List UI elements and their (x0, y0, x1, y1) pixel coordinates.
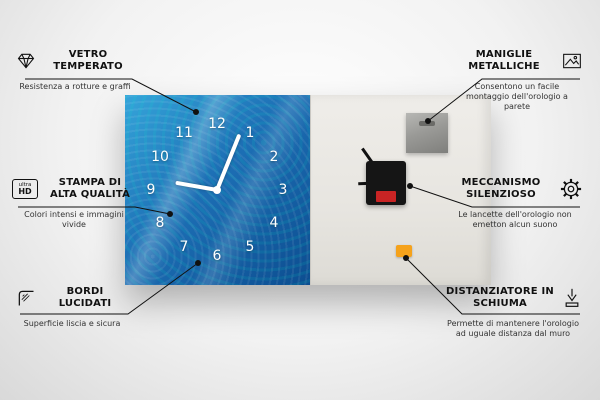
callout-title: DISTANZIATORE IN SCHIUMA (446, 286, 554, 309)
callout-polished-edges: BORDI LUCIDATI Superficie liscia e sicur… (16, 286, 128, 329)
polished-edge-icon (16, 288, 36, 308)
hour-hand (175, 180, 218, 192)
clock-number: 8 (155, 215, 165, 231)
ultra-hd-icon-text: ultra (18, 182, 32, 188)
callout-title: MECCANISMO SILENZIOSO (461, 177, 541, 200)
clock-number: 6 (212, 248, 222, 264)
callout-description: Le lancette dell'orologio non emetton al… (458, 210, 572, 229)
clock-center-hub (213, 186, 221, 194)
callout-description: Resistenza a rotture e graffi (19, 82, 131, 91)
callout-metal-handles: MANIGLIE METALLICHE Consentono un facile… (452, 49, 582, 112)
clock-number: 2 (269, 149, 279, 165)
callout-foam-spacer: DISTANZIATORE IN SCHIUMA Permette di man… (444, 286, 582, 339)
callout-description: Consentono un facile montaggio dell'orol… (466, 82, 568, 111)
clock-mechanism (366, 161, 406, 205)
clock-number: 7 (179, 239, 189, 255)
ultra-hd-icon-text: HD (18, 187, 32, 196)
picture-frame-icon (562, 52, 582, 70)
clock-number: 12 (208, 116, 226, 132)
callout-tempered-glass: VETRO TEMPERATO Resistenza a rotture e g… (16, 49, 134, 92)
callout-title: MANIGLIE METALLICHE (468, 49, 540, 72)
ultra-hd-icon: ultra HD (12, 179, 38, 199)
callout-description: Colori intensi e immagini vivide (24, 210, 124, 229)
callout-title: VETRO TEMPERATO (53, 49, 123, 72)
battery (376, 191, 396, 202)
down-arrow-spacer-icon (562, 287, 582, 309)
hanging-slot (419, 121, 435, 126)
clock-number: 1 (245, 125, 255, 141)
clock-number: 3 (278, 182, 288, 198)
clock-front-face: 12 1 2 3 4 5 6 7 8 9 10 11 (125, 95, 310, 285)
callout-print-quality: ultra HD STAMPA DI ALTA QUALITÀ Colori i… (12, 177, 136, 230)
clock-number: 4 (269, 215, 279, 231)
callout-description: Superficie liscia e sicura (23, 319, 121, 328)
clock-product-image: 12 1 2 3 4 5 6 7 8 9 10 11 (125, 95, 491, 285)
gear-icon (560, 178, 582, 200)
callout-title: STAMPA DI ALTA QUALITÀ (49, 177, 131, 200)
clock-number: 11 (175, 125, 193, 141)
minute-hand (215, 133, 242, 191)
clock-number: 5 (245, 239, 255, 255)
callout-silent-mechanism: MECCANISMO SILENZIOSO (448, 177, 582, 230)
diamond-icon (16, 51, 36, 71)
callout-title: BORDI LUCIDATI (58, 286, 112, 309)
foam-spacer (396, 245, 412, 257)
metal-hanging-plate (406, 113, 448, 153)
clock-number: 10 (151, 149, 169, 165)
callout-description: Permette di mantenere l'orologio ad ugua… (447, 319, 579, 338)
clock-number: 9 (146, 182, 156, 198)
